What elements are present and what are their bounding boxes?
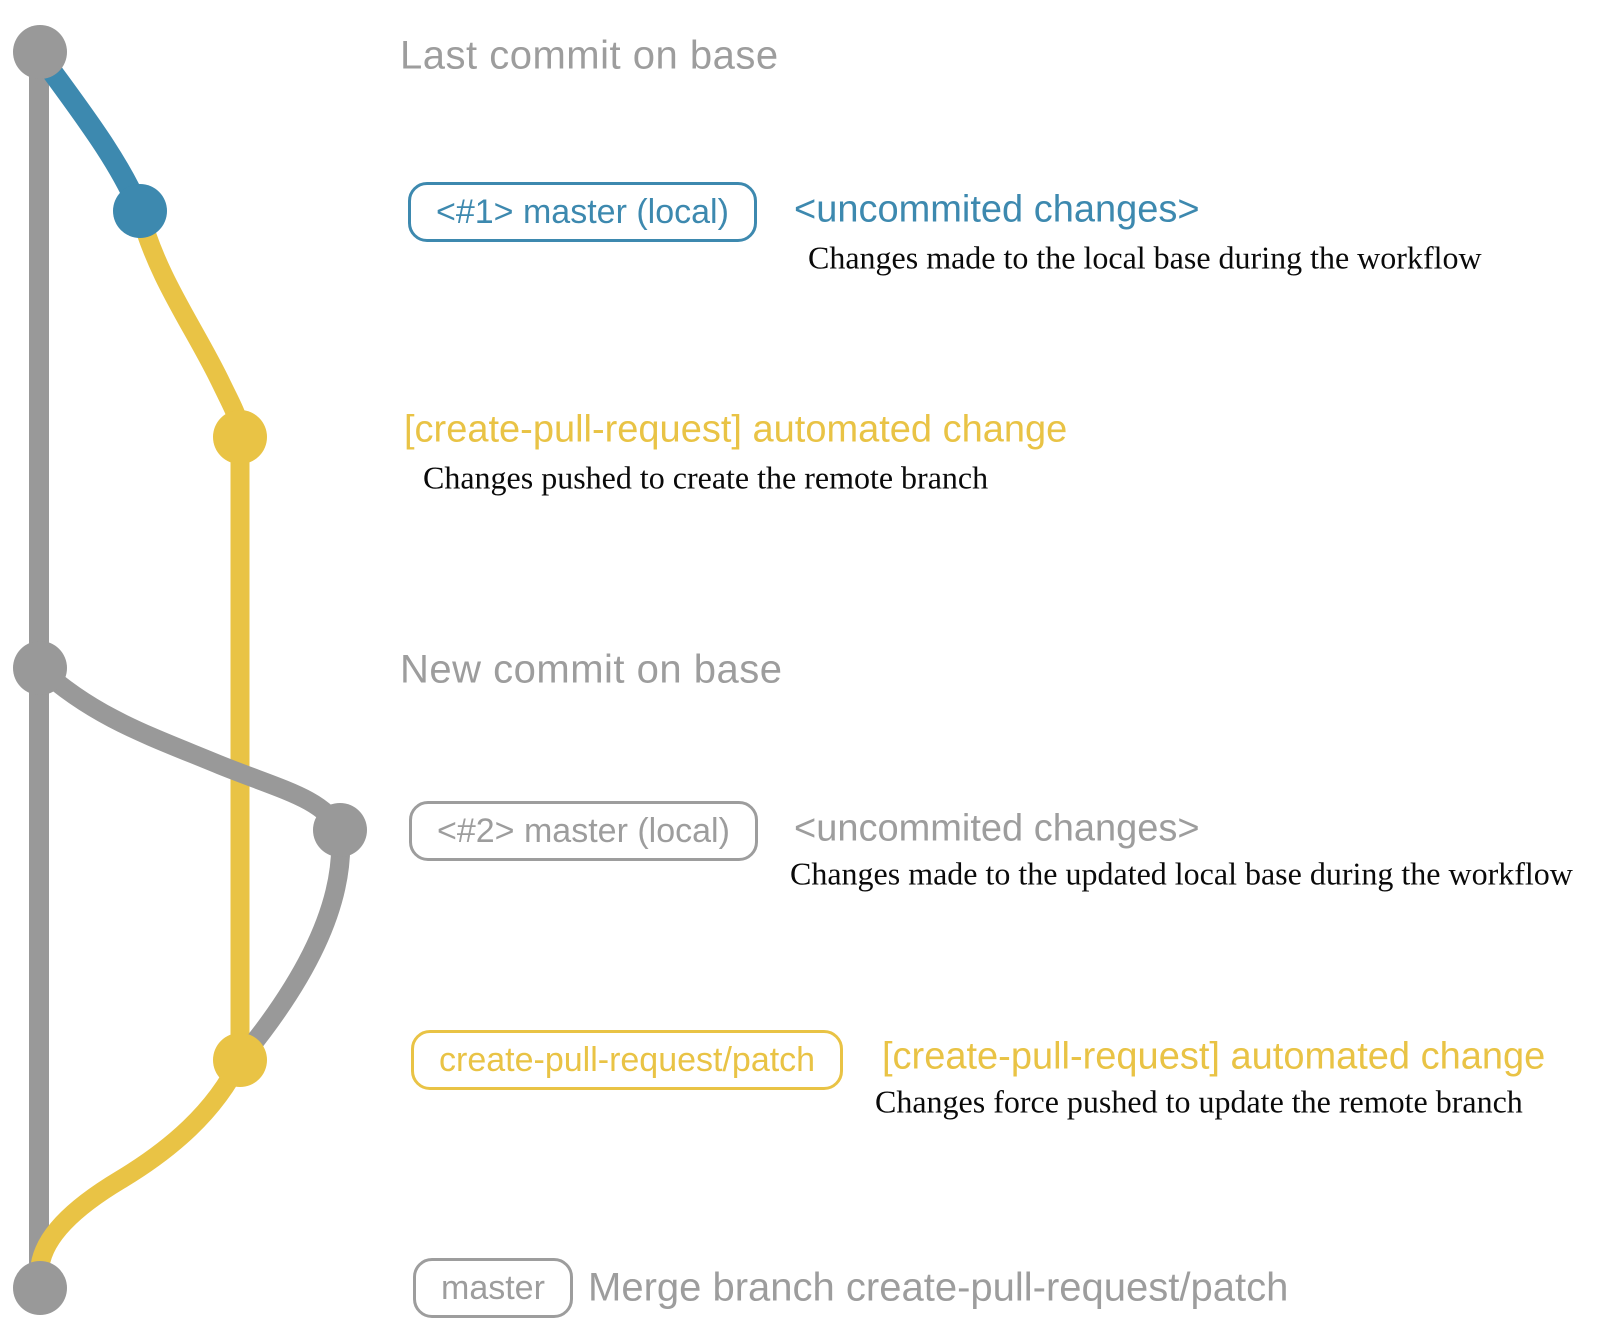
uncommitted-changes-note-1: Changes made to the local base during th… [808, 239, 1482, 276]
pull-request-merge-curve [30, 1050, 250, 1276]
branch-badge-master-local-1-text: <#1> master (local) [436, 192, 729, 231]
uncommitted-changes-note-2: Changes made to the updated local base d… [790, 855, 1573, 892]
commit-node-local-1 [113, 184, 167, 238]
branch-badge-master: master [413, 1258, 573, 1318]
branch-badge-patch: create-pull-request/patch [411, 1030, 844, 1090]
branch-badge-master-local-2: <#2> master (local) [409, 801, 758, 861]
commit-node-last-base [13, 25, 67, 79]
uncommitted-changes-label-1: <uncommited changes> [794, 188, 1200, 231]
uncommitted-changes-label-2: <uncommited changes> [794, 807, 1200, 850]
commit-node-new-base [13, 641, 67, 695]
commit-node-merge [13, 1261, 67, 1315]
local-base-branch-curve [30, 658, 350, 840]
branch-badge-master-local-2-text: <#2> master (local) [437, 811, 730, 850]
automated-change-note-1: Changes pushed to create the remote bran… [423, 459, 989, 496]
branch-badge-master-text: master [441, 1268, 545, 1307]
last-commit-heading: Last commit on base [400, 33, 779, 78]
automated-change-label-2: [create-pull-request] automated change [882, 1035, 1546, 1078]
new-commit-heading: New commit on base [400, 647, 783, 692]
commit-node-push-2 [213, 1033, 267, 1087]
merge-commit-label: Merge branch create-pull-request/patch [588, 1265, 1289, 1310]
pull-request-branch-line [130, 203, 250, 1070]
force-push-curve [230, 820, 351, 1070]
commit-node-push-1 [213, 410, 267, 464]
commit-node-local-2 [313, 803, 367, 857]
automated-change-note-2: Changes force pushed to update the remot… [875, 1083, 1523, 1120]
branch-badge-patch-text: create-pull-request/patch [439, 1040, 816, 1079]
automated-change-label-1: [create-pull-request] automated change [404, 408, 1068, 451]
branch-badge-master-local-1: <#1> master (local) [408, 182, 757, 242]
local-branch-curve [29, 44, 151, 222]
